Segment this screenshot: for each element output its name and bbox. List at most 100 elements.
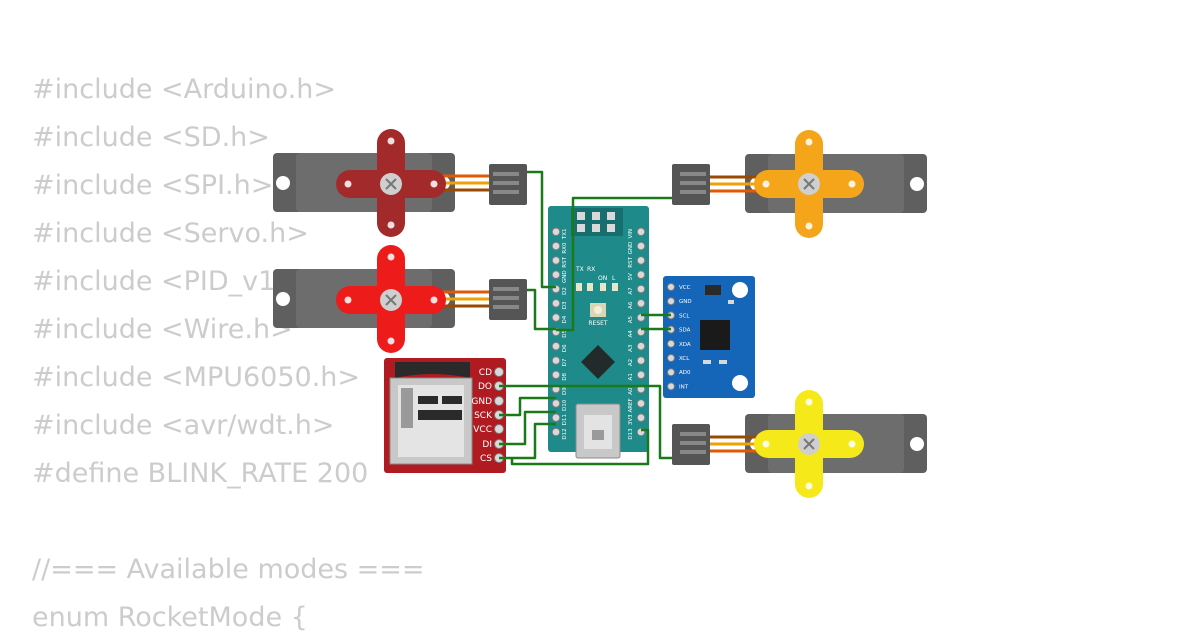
nano-pin-label: 3V3 [628, 414, 634, 425]
mpu-pin [667, 368, 675, 377]
sd-pin-label: GND [471, 397, 492, 407]
mpu-pin [667, 382, 675, 391]
nano-pin [551, 356, 561, 365]
sd-pin-label: DI [482, 440, 492, 450]
nano-pin [551, 427, 561, 437]
mpu-pin-label: SCL [679, 313, 690, 319]
sd-card-module[interactable]: CD DO GND SCK VCC DI CS [384, 358, 506, 473]
wire-servo3-signal [556, 196, 672, 332]
mpu-pin [667, 354, 675, 362]
nano-pin-label: A2 [628, 359, 634, 366]
servo-connector-4 [672, 424, 710, 465]
code-line: #define BLINK_RATE 200 [32, 458, 369, 489]
nano-tx-label: TX [575, 266, 584, 273]
nano-pin-label: GND [628, 242, 634, 255]
nano-pin [551, 413, 561, 423]
mpu-pin-label: INT [679, 384, 689, 390]
nano-pin [636, 284, 646, 294]
servo-motor-3[interactable] [672, 130, 927, 238]
wire-servo1-signal [527, 170, 556, 289]
nano-pin-label: A6 [628, 301, 634, 309]
nano-pin [551, 241, 561, 251]
mpu-pin-label: GND [679, 299, 692, 305]
nano-on-label: ON [598, 275, 607, 282]
nano-pin-label: D8 [562, 372, 568, 380]
nano-pin-label: D11 [562, 414, 568, 425]
nano-pin-label: RX0 [562, 242, 568, 254]
code-line: //=== Available modes === [32, 554, 425, 585]
code-text-background: #include <Arduino.h> #include <SD.h> #in… [32, 66, 425, 642]
mpu-pin-label: AD0 [679, 370, 691, 376]
code-line: #include <Arduino.h> [32, 74, 336, 105]
nano-pin-label: D10 [562, 399, 568, 411]
nano-pin [636, 299, 646, 308]
mpu-pin-label: XCL [679, 356, 690, 362]
nano-pin [636, 256, 646, 265]
code-line: #include <MPU6050.h> [32, 362, 361, 393]
servo-horn-1[interactable] [336, 129, 446, 237]
sd-pin-label: SCK [474, 411, 493, 421]
nano-pin [551, 313, 561, 322]
nano-rx-label: RX [587, 266, 595, 273]
nano-pin [636, 356, 646, 365]
nano-pin-label: TX1 [562, 228, 568, 240]
code-line: #include <avr/wdt.h> [32, 410, 335, 441]
servo-connector-3 [672, 164, 710, 205]
servo-motor-2[interactable] [273, 245, 527, 353]
servo-motor-1[interactable] [273, 129, 527, 237]
mpu-pin [667, 283, 675, 291]
nano-pin-label: D2 [562, 287, 568, 295]
nano-pin-label: RST [628, 256, 634, 267]
nano-pin [551, 341, 561, 351]
wire-d13 [510, 428, 650, 466]
nano-l-label: L [612, 275, 616, 282]
nano-pin-label: D6 [562, 344, 568, 352]
imu-chip [700, 320, 730, 350]
nano-pin-label: A5 [628, 315, 634, 323]
servo-horn-4[interactable] [754, 390, 864, 498]
wires [499, 170, 672, 466]
nano-pin-label: A0 [628, 387, 634, 395]
servo-motor-4[interactable] [672, 390, 927, 498]
mpu-pin-label: XDA [679, 342, 691, 348]
nano-pin [551, 399, 561, 408]
mpu-pin-label: SDA [679, 328, 691, 334]
nano-pin [636, 270, 646, 280]
nano-reset-label: RESET [588, 320, 608, 327]
nano-pin-label: A7 [628, 287, 634, 295]
wire-servo2-signal [527, 288, 556, 331]
code-line: #include <SPI.h> [32, 170, 274, 201]
servo-horn-2[interactable] [336, 245, 446, 353]
nano-pin-label: 5V [628, 273, 634, 280]
servo-connector-2 [489, 279, 527, 320]
wire-servo4-signal [556, 384, 672, 460]
wire-sd-di [499, 410, 556, 446]
arduino-nano-board[interactable]: TX RX ON L RESET D12 D11 D10 D9 D8 D7 D6 D5 D4 D3… [548, 206, 649, 459]
nano-pin-label: D4 [562, 315, 568, 323]
nano-pin-label: D3 [562, 301, 568, 309]
nano-pin-label: AREF [628, 398, 634, 412]
nano-pin-label: D5 [562, 330, 568, 338]
nano-pin-label: VIN [628, 229, 634, 239]
wire-sd-cs [499, 422, 556, 460]
nano-pin [551, 370, 561, 380]
nano-pin-label: D13 [628, 428, 634, 440]
servo-horn-3[interactable] [754, 130, 864, 238]
nano-pin-label: A1 [628, 373, 634, 380]
mpu-pin [667, 297, 675, 306]
sd-pin-label: CD [479, 368, 492, 378]
nano-pin [636, 370, 646, 380]
servo-connector-1 [489, 164, 527, 205]
nano-pin-label: A4 [628, 330, 634, 338]
mpu-pin-label: VCC [679, 285, 691, 291]
code-line: enum RocketMode { [32, 602, 308, 633]
nano-pin-label: D9 [562, 387, 568, 395]
sd-pin-label: DO [478, 382, 492, 392]
sd-pin-label: CS [480, 454, 492, 464]
nano-pin-label: A3 [628, 344, 634, 352]
nano-pin-label: D7 [562, 358, 568, 366]
nano-pin-label: D12 [562, 428, 568, 439]
